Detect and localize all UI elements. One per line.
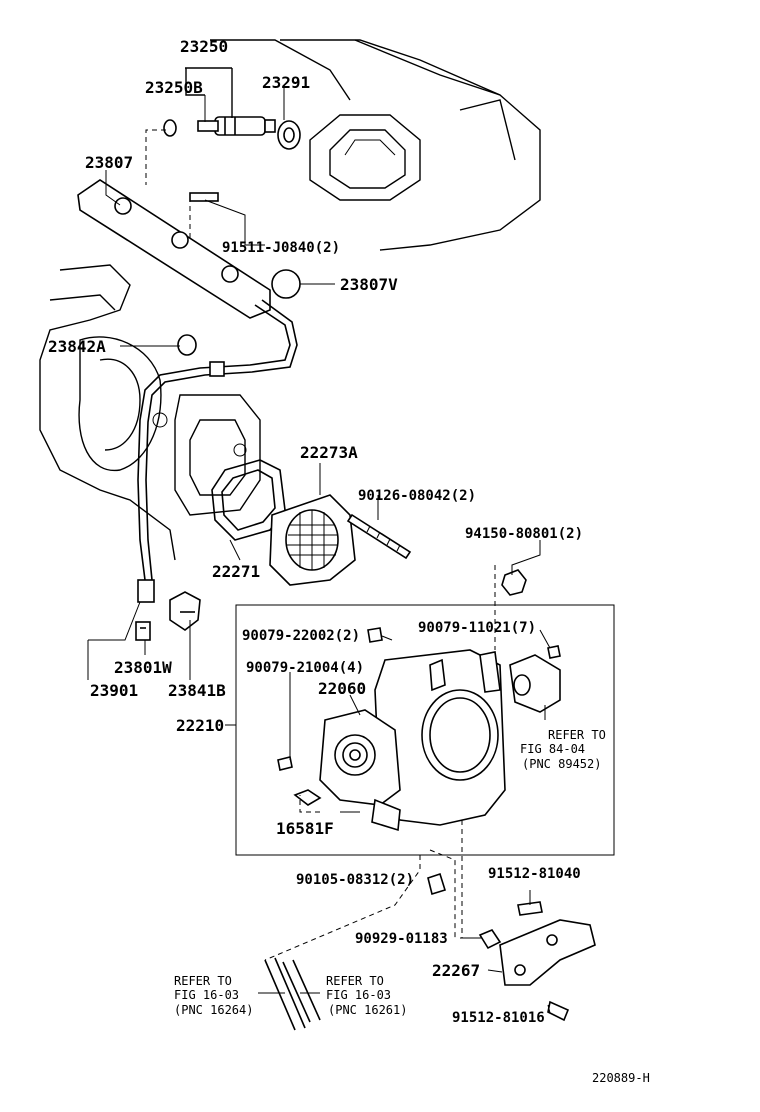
label-91512-81040: 91512-81040 <box>488 866 581 882</box>
clip-23842a <box>177 334 197 356</box>
label-90079-21004: 90079-21004(4) <box>246 660 364 676</box>
ref-fig-16-03-b-line2: FIG 16-03 <box>326 988 391 1002</box>
engine-block-outline <box>210 39 541 251</box>
throttle-sensor <box>509 654 561 713</box>
ref-fig-16-03-a-line1: REFER TO <box>174 974 232 988</box>
label-90105: 90105-08312(2) <box>296 872 414 888</box>
label-23807: 23807 <box>85 153 133 172</box>
clamp-23841b <box>169 591 201 631</box>
ref-fig-16-03-b-line1: REFER TO <box>326 974 384 988</box>
throttle-body-box <box>235 604 615 856</box>
label-23250b: 23250B <box>145 78 203 97</box>
label-23842a: 23842A <box>48 337 106 356</box>
label-90079-11021: 90079-11021(7) <box>418 620 536 636</box>
ref-fig-16-03-b-line3: (PNC 16261) <box>328 1003 407 1017</box>
intake-chamber <box>39 264 261 561</box>
label-90126: 90126-08042(2) <box>358 488 476 504</box>
diagram-id: 220889-H <box>592 1071 650 1085</box>
label-22273a: 22273A <box>300 443 358 462</box>
part-labels: 23250 23250B 23291 23807 91511-J0840(2) … <box>48 37 583 1026</box>
insulator-22273a <box>269 494 356 586</box>
label-23807v: 23807V <box>340 275 398 294</box>
delivery-pipe <box>77 179 301 603</box>
hoses-fig-16-03 <box>264 957 321 1031</box>
label-23250: 23250 <box>180 37 228 56</box>
label-91511: 91511-J0840(2) <box>222 240 340 256</box>
label-23801w: 23801W <box>114 658 172 677</box>
label-22210: 22210 <box>176 716 224 735</box>
label-90929: 90929-01183 <box>355 931 448 947</box>
gasket-22271 <box>211 459 286 541</box>
ref-fig-16-03-a-line3: (PNC 16264) <box>174 1003 253 1017</box>
screws-in-box <box>277 627 561 806</box>
ref-fig-16-03-a-line2: FIG 16-03 <box>174 988 239 1002</box>
hose-23801w <box>135 621 151 641</box>
label-23901: 23901 <box>90 681 138 700</box>
label-22271: 22271 <box>212 562 260 581</box>
label-91512-81016: 91512-81016 <box>452 1010 545 1026</box>
throttle-body <box>319 649 506 832</box>
leader-lines <box>87 67 551 1014</box>
injector-assembly <box>163 116 301 150</box>
label-23841b: 23841B <box>168 681 226 700</box>
insulator-23291 <box>277 120 301 150</box>
damper-23807v <box>271 269 301 299</box>
label-23291: 23291 <box>262 73 310 92</box>
label-94150: 94150-80801(2) <box>465 526 583 542</box>
ref-fig-84-04-line2: FIG 84-04 <box>520 742 585 756</box>
ref-fig-84-04-line1: REFER TO <box>548 728 606 742</box>
stud-bolt-90126 <box>346 513 412 560</box>
label-22060: 22060 <box>318 679 366 698</box>
reference-notes: REFER TO FIG 84-04 (PNC 89452) REFER TO … <box>174 728 606 1017</box>
label-22267: 22267 <box>432 961 480 980</box>
o-ring-23250b <box>163 119 177 137</box>
label-16581f: 16581F <box>276 819 334 838</box>
bracket-22267 <box>427 872 596 1022</box>
nut-94150 <box>501 569 527 596</box>
ref-fig-84-04-line3: (PNC 89452) <box>522 757 601 771</box>
label-90079-22002: 90079-22002(2) <box>242 628 360 644</box>
